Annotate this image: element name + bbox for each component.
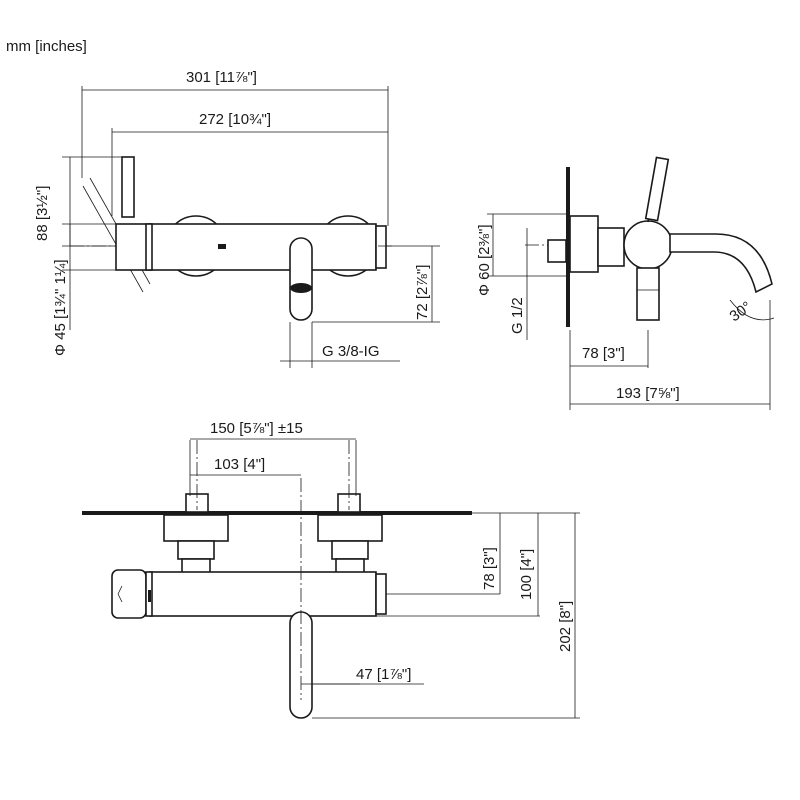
dim-47: 47 [1⅞"]: [356, 666, 411, 683]
angle-30: 30°: [727, 298, 755, 325]
dim-45: Φ 45 [1¾" 1¼]: [52, 259, 69, 356]
thread-g38: G 3/8-IG: [322, 343, 380, 360]
top-view: [82, 438, 580, 719]
dim-193: 193 [7⅝"]: [616, 385, 680, 402]
dim-150: 150 [5⅞"] ±15: [210, 420, 303, 437]
front-view: [62, 86, 440, 368]
units-label: mm [inches]: [6, 38, 87, 55]
dim-78-top: 78 [3"]: [481, 547, 498, 590]
thread-g12: G 1/2: [509, 297, 526, 334]
dim-60: Φ 60 [2⅜"]: [476, 225, 493, 297]
dim-78-side: 78 [3"]: [582, 345, 625, 362]
side-view: [487, 156, 775, 410]
dim-301: 301 [11⅞"]: [186, 69, 257, 86]
dim-88: 88 [3½"]: [34, 186, 51, 241]
dim-100: 100 [4"]: [518, 549, 535, 600]
dim-272: 272 [10¾"]: [199, 111, 271, 128]
dim-72: 72 [2⅞"]: [414, 265, 431, 320]
dim-202: 202 [8"]: [557, 601, 574, 652]
dim-103: 103 [4"]: [214, 456, 265, 473]
